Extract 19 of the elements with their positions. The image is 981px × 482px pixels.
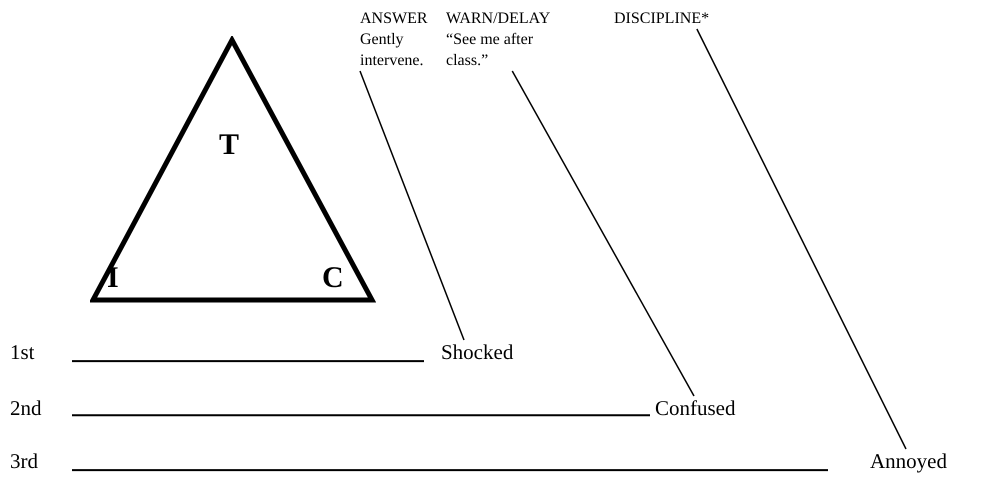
row-label: 3rd — [10, 449, 38, 473]
answer-line — [72, 469, 828, 472]
leader-line — [359, 70, 465, 340]
answer-line — [72, 414, 650, 416]
leader-line — [512, 70, 695, 396]
row-label: 2nd — [10, 396, 42, 420]
heading-text: WARN/DELAY — [446, 9, 550, 29]
reaction-label: Annoyed — [870, 449, 947, 473]
reaction-label: Shocked — [441, 340, 514, 364]
note-text: Gently intervene. — [360, 30, 425, 71]
row-label: 1st — [10, 340, 35, 364]
reaction-label: Confused — [655, 396, 736, 420]
note-text: “See me after class.” — [446, 30, 534, 71]
corner-letter: T — [219, 129, 240, 161]
heading-text: DISCIPLINE* — [614, 9, 710, 29]
leader-line — [696, 28, 907, 450]
heading-text: ANSWER — [360, 9, 428, 29]
answer-line — [72, 360, 424, 362]
corner-letter: C — [322, 262, 344, 294]
